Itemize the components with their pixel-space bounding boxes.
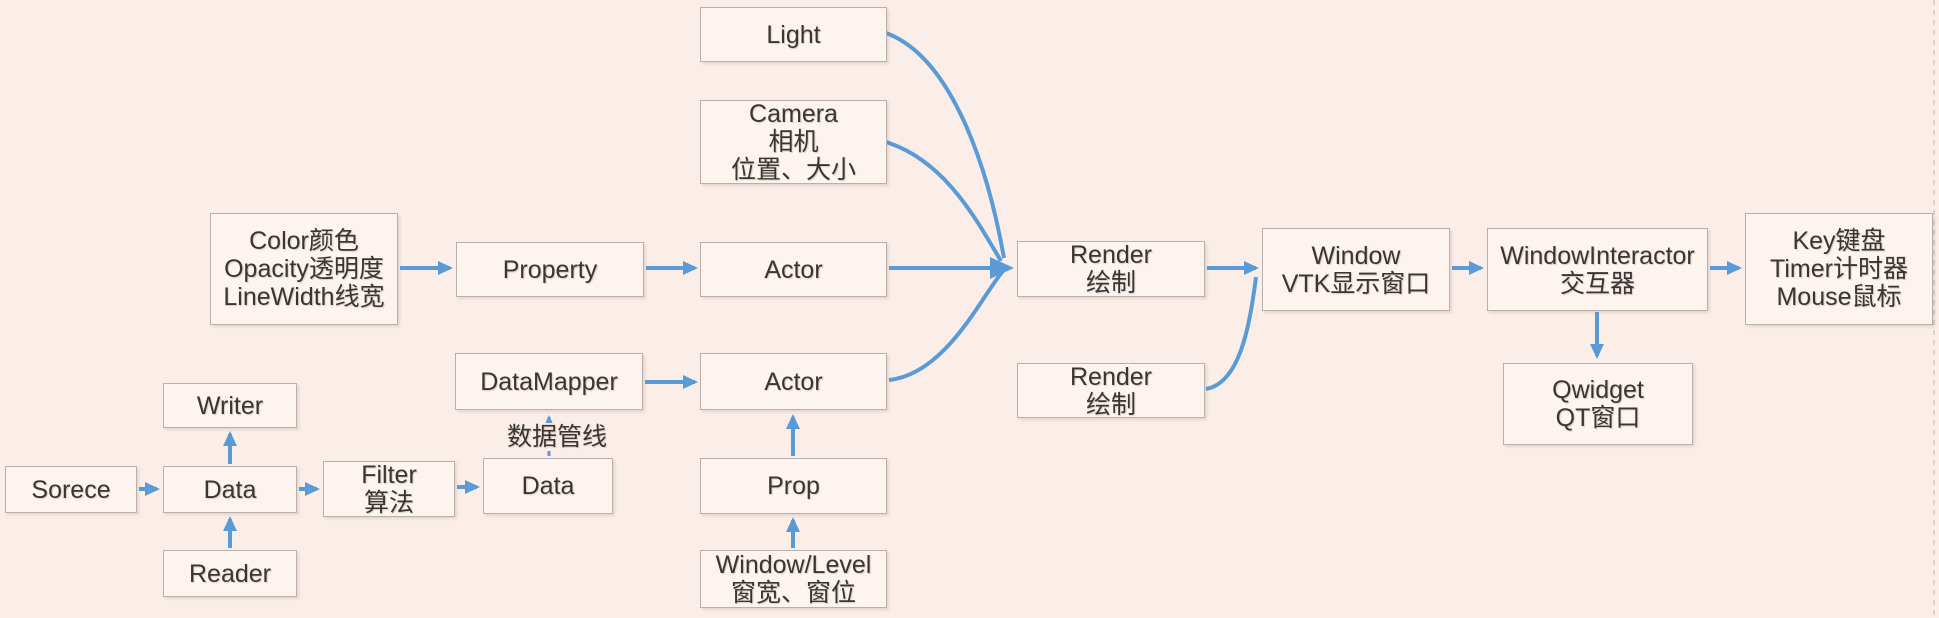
node-filter: Filter 算法 [323, 461, 455, 517]
arrow-light-to-render [885, 31, 1006, 259]
node-data-left: Data [163, 466, 297, 513]
arrow-render-bottom-to-window [1205, 276, 1258, 391]
node-line: Data [203, 475, 257, 504]
node-color-property: Color颜色 Opacity透明度 LineWidth线宽 [210, 213, 398, 325]
arrow-actor-bottom-to-render [888, 269, 1005, 382]
node-render-bottom: Render 绘制 [1017, 362, 1205, 419]
node-line: Render [1070, 241, 1152, 269]
node-line: VTK显示窗口 [1281, 269, 1431, 298]
arrow-camera-to-render [885, 140, 1003, 263]
node-line: Timer计时器 [1770, 255, 1908, 283]
node-line: WindowInteractor [1500, 241, 1695, 270]
node-datamapper: DataMapper [455, 353, 643, 410]
node-prop: Prop [700, 458, 887, 514]
node-writer: Writer [163, 383, 297, 428]
node-line: Camera [749, 100, 838, 128]
node-line: 交互器 [1559, 269, 1635, 298]
node-reader: Reader [163, 550, 297, 597]
node-line: Filter [361, 461, 417, 489]
node-camera: Camera 相机 位置、大小 [700, 100, 887, 184]
node-window-interactor: WindowInteractor 交互器 [1487, 228, 1708, 311]
node-line: Key键盘 [1792, 227, 1886, 255]
node-line: 窗宽、窗位 [730, 579, 856, 607]
node-line: Mouse鼠标 [1776, 283, 1902, 311]
node-line: DataMapper [480, 367, 618, 396]
node-line: Window/Level [715, 551, 872, 579]
node-key-timer-mouse: Key键盘 Timer计时器 Mouse鼠标 [1745, 213, 1933, 325]
node-line: Data [521, 472, 575, 500]
node-line: 绘制 [1085, 390, 1136, 419]
node-line: Qwidget [1552, 376, 1644, 404]
node-qwidget: Qwidget QT窗口 [1503, 363, 1693, 445]
node-line: 相机 [768, 128, 819, 156]
node-line: 位置、大小 [730, 156, 856, 184]
node-line: 绘制 [1085, 269, 1136, 297]
node-line: Property [502, 255, 598, 284]
node-sorece: Sorece [5, 466, 137, 513]
node-line: Prop [767, 472, 820, 500]
node-line: Color颜色 [249, 227, 359, 255]
node-actor-bottom: Actor [700, 353, 887, 410]
node-light: Light [700, 7, 887, 62]
node-line: LineWidth线宽 [223, 283, 385, 311]
node-line: QT窗口 [1555, 404, 1641, 432]
node-line: Actor [764, 255, 823, 284]
node-window-level: Window/Level 窗宽、窗位 [700, 550, 887, 608]
node-line: Light [766, 20, 821, 49]
node-line: Window [1311, 241, 1401, 270]
node-actor-top: Actor [700, 242, 887, 297]
node-line: 算法 [363, 489, 414, 517]
node-line: Sorece [31, 475, 111, 504]
node-line: Reader [189, 559, 271, 588]
pipeline-label: 数据管线 [479, 423, 635, 451]
node-line: Render [1070, 362, 1152, 391]
node-data-mid: Data [483, 458, 613, 514]
node-render-top: Render 绘制 [1017, 241, 1205, 297]
node-line: Actor [764, 367, 823, 396]
node-window: Window VTK显示窗口 [1262, 228, 1450, 311]
node-property: Property [456, 242, 644, 297]
node-line: Writer [196, 391, 264, 420]
node-line: Opacity透明度 [224, 255, 384, 283]
